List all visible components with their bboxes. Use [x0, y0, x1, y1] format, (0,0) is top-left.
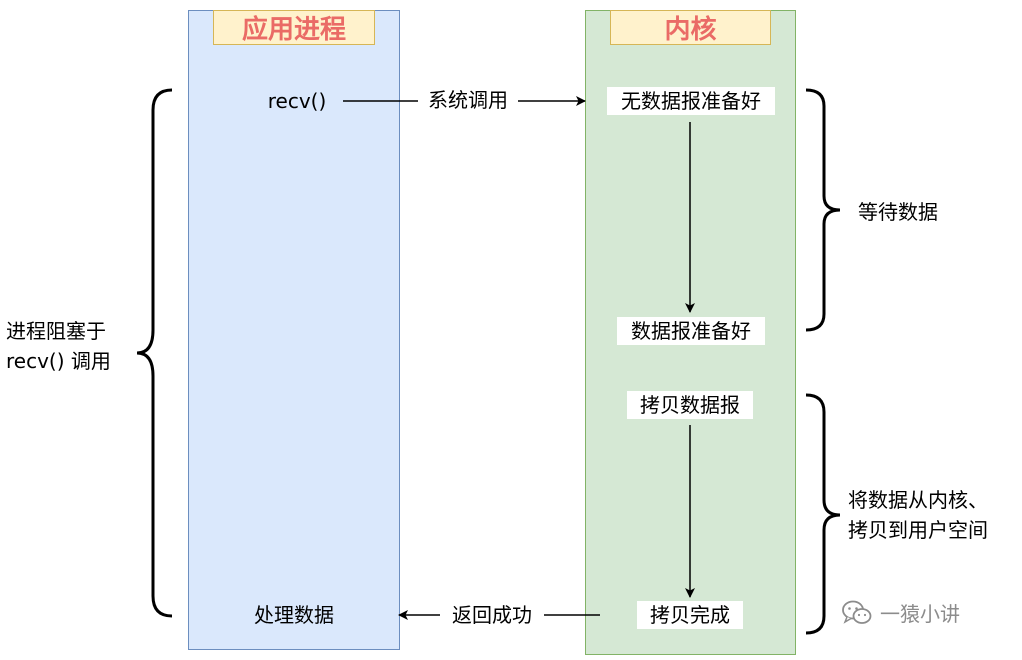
- wechat-icon: [842, 600, 872, 624]
- copy-complete-label: 拷贝完成: [637, 601, 743, 629]
- left-brace: [136, 88, 173, 618]
- copy-line-1: 将数据从内核、: [848, 488, 988, 512]
- watermark-text: 一猿小讲: [880, 602, 960, 626]
- no-datagram-ready-label: 无数据报准备好: [607, 87, 775, 115]
- app-process-title: 应用进程: [213, 10, 375, 45]
- right-brace-copy: [805, 393, 841, 635]
- copy-line-2: 拷贝到用户空间: [848, 518, 988, 542]
- blocked-annotation: 进程阻塞于 recv() 调用: [6, 316, 134, 376]
- copy-datagram-label: 拷贝数据报: [627, 391, 753, 419]
- right-brace-wait: [805, 88, 841, 332]
- wait-data-label: 等待数据: [858, 200, 938, 224]
- recv-call-label: recv(): [267, 89, 327, 113]
- kernel-title: 内核: [610, 10, 771, 45]
- datagram-ready-label: 数据报准备好: [617, 317, 765, 345]
- system-call-label: 系统调用: [418, 86, 518, 114]
- app-process-panel: [188, 10, 400, 650]
- return-success-label: 返回成功: [440, 601, 544, 629]
- watermark: 一猿小讲: [842, 598, 960, 627]
- blocked-line-2: recv() 调用: [6, 349, 111, 373]
- blocked-line-1: 进程阻塞于: [6, 319, 106, 343]
- process-data-label: 处理数据: [254, 603, 334, 627]
- copy-annotation: 将数据从内核、 拷贝到用户空间: [848, 485, 988, 545]
